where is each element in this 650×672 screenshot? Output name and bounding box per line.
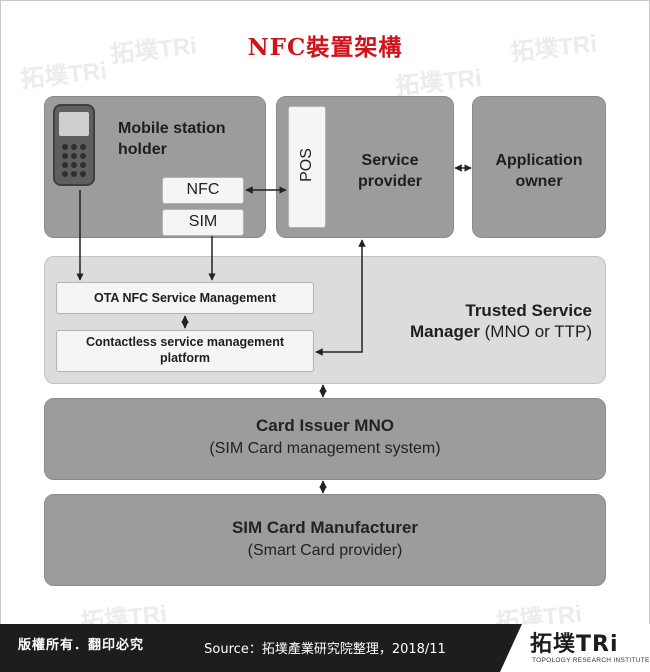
tsm-manager-line: Manager (MNO or TTP)	[346, 322, 592, 342]
card-issuer-box	[44, 398, 606, 480]
page-title: NFC裝置架構	[247, 34, 403, 61]
ota-nfc-box	[56, 282, 314, 314]
nfc-label: NFC	[186, 181, 220, 198]
source-note: Source：拓墣產業研究院整理，2018/11	[204, 642, 446, 657]
company-logo: 拓墣TRi TOPOLOGY RESEARCH INSTITUTE	[500, 624, 650, 672]
sim-manufacturer-title: SIM Card Manufacturer	[231, 518, 419, 537]
mobile-station-holder-label: Mobile station holder	[118, 120, 226, 158]
sim-manufacturer-box	[44, 494, 606, 586]
application-owner-label: Application owner	[495, 152, 583, 190]
card-issuer-title: Card Issuer MNO	[256, 416, 394, 435]
contactless-label: Contactless service management platform	[85, 335, 284, 365]
mobile-phone-icon	[50, 103, 102, 189]
ota-nfc-label: OTA NFC Service Management	[94, 291, 276, 305]
nfc-box	[162, 177, 244, 204]
sim-label: SIM	[188, 213, 218, 230]
pos-box	[288, 106, 326, 228]
tsm-title: Trusted Service	[465, 301, 592, 320]
service-provider-label: Service provider	[357, 152, 422, 190]
contactless-box	[56, 330, 314, 372]
tsm-manager-label: Manager	[410, 322, 480, 341]
application-owner-box	[472, 96, 606, 238]
tsm-paren-label: (MNO or TTP)	[479, 322, 592, 341]
copyright-notice: 版權所有．翻印必究	[18, 638, 145, 653]
pos-label: POS	[298, 148, 315, 182]
logo-text: 拓墣TRi	[530, 632, 619, 657]
card-issuer-subtitle: (SIM Card management system)	[209, 440, 441, 457]
logo-subtext: TOPOLOGY RESEARCH INSTITUTE	[532, 657, 650, 664]
sim-box	[162, 209, 244, 236]
sim-manufacturer-subtitle: (Smart Card provider)	[247, 542, 403, 559]
